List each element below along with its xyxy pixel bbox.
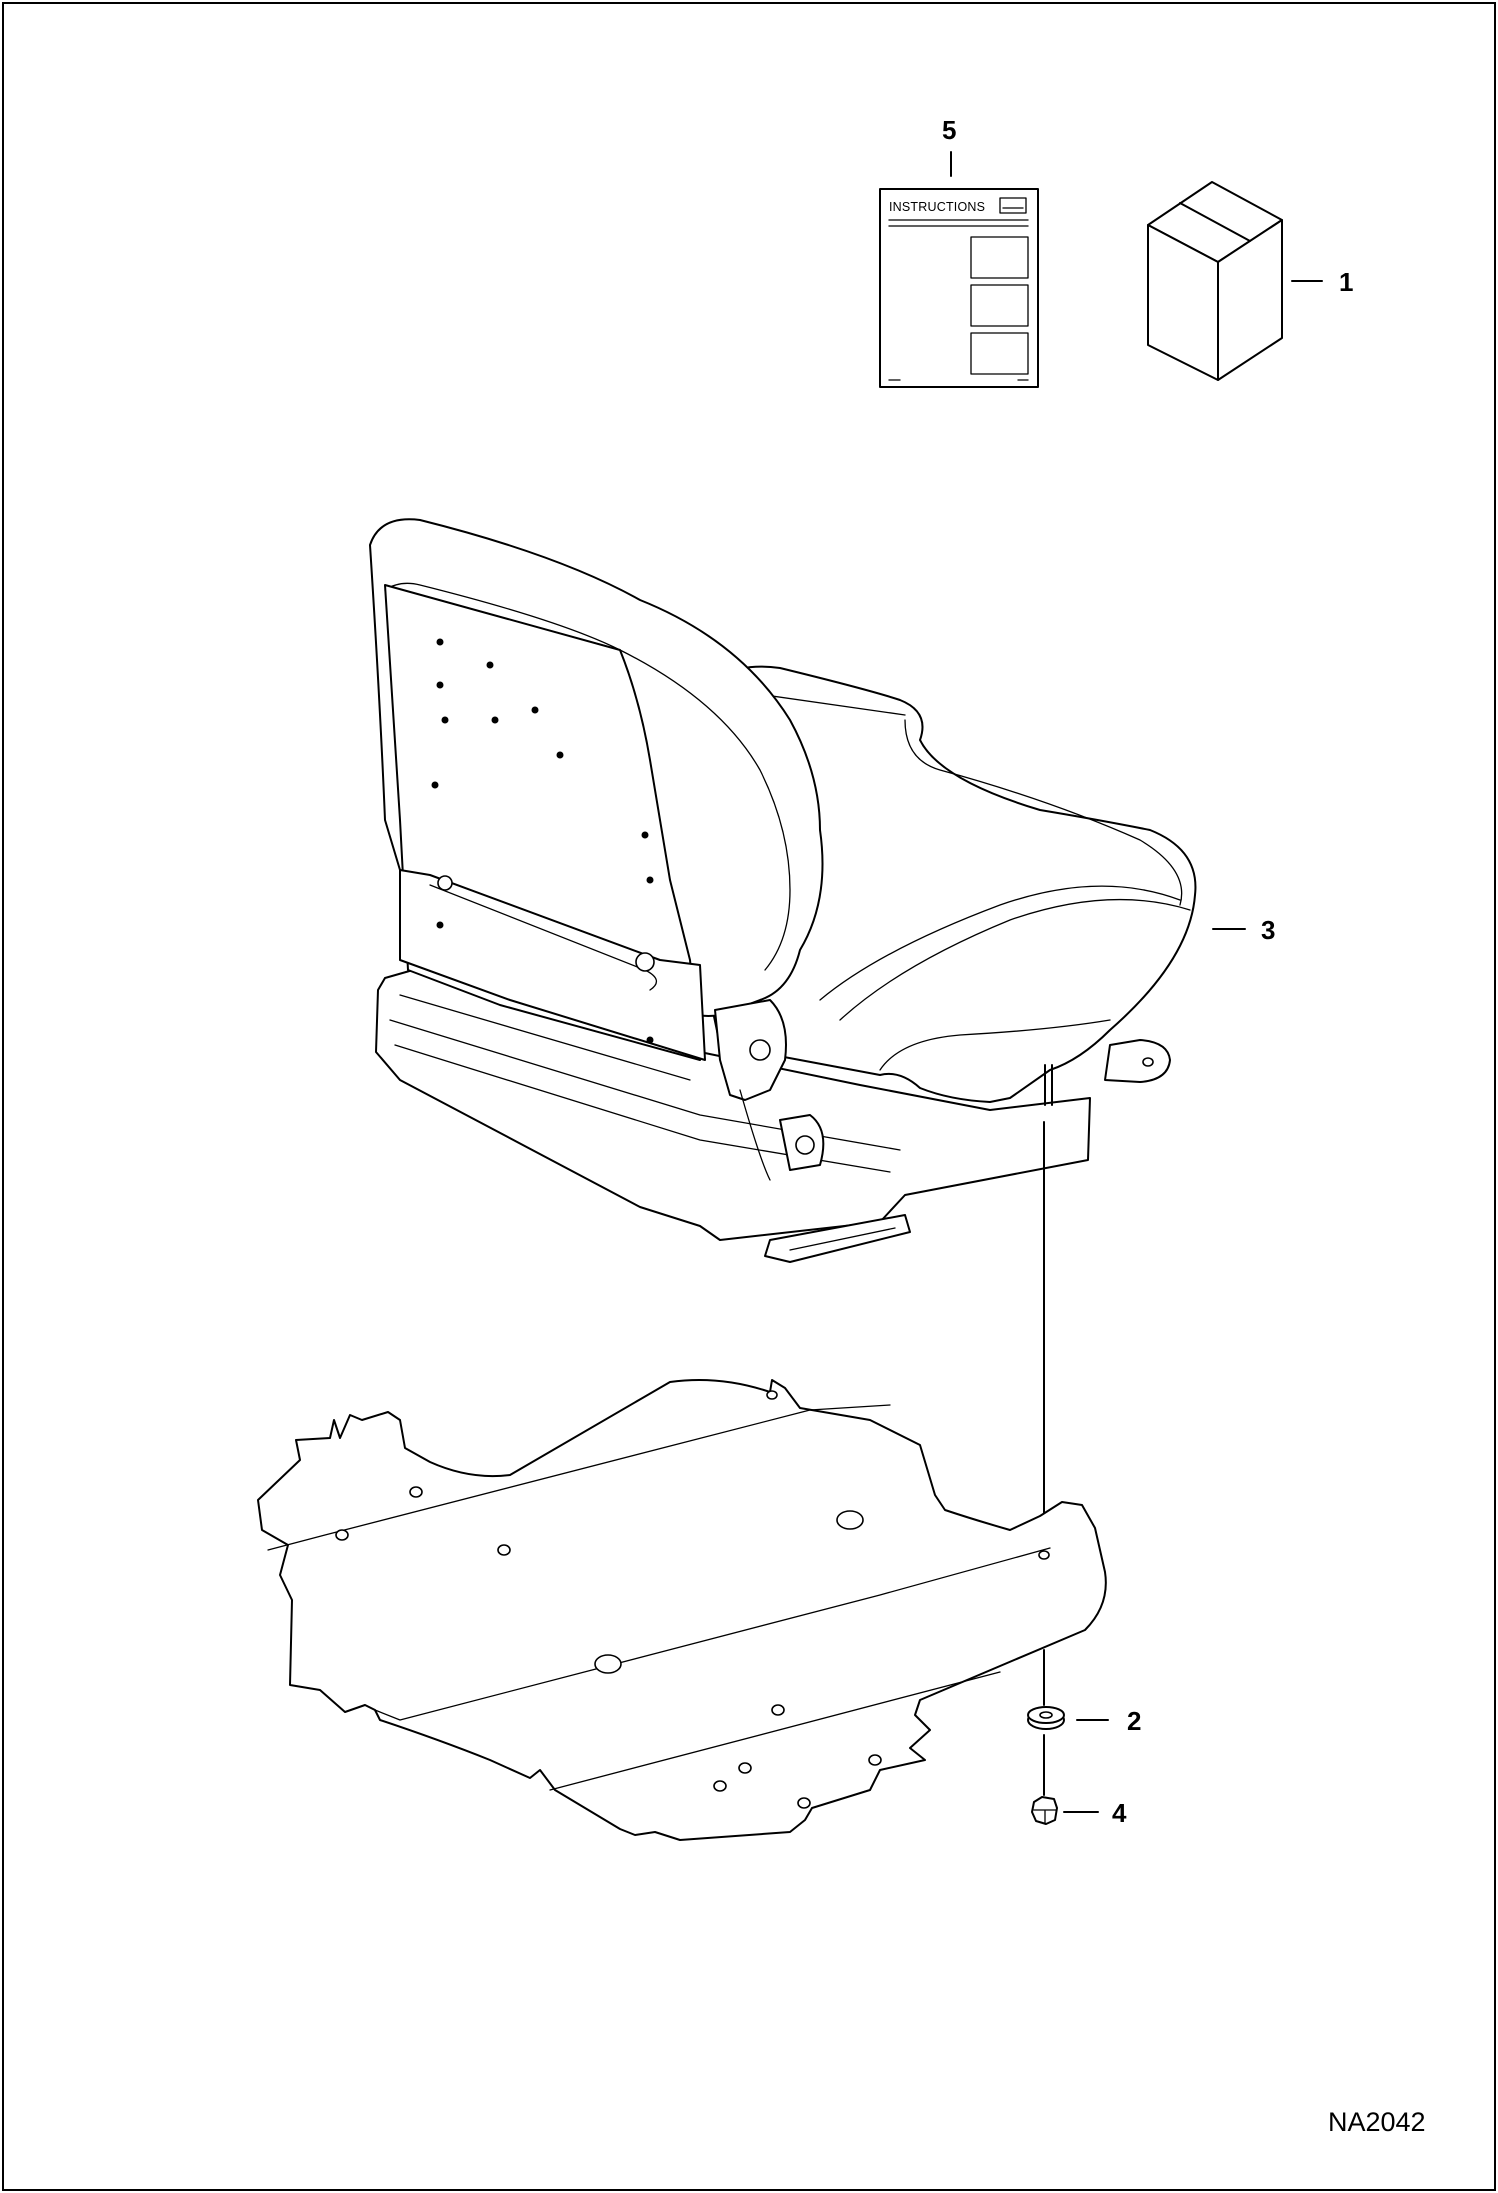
callout-1: 1 <box>1339 267 1353 297</box>
floor-plate <box>257 1378 1107 1841</box>
instructions-sheet-label: INSTRUCTIONS <box>889 200 985 214</box>
callout-4: 4 <box>1112 1798 1127 1828</box>
callout-5: 5 <box>942 115 956 145</box>
instructions-sheet: INSTRUCTIONS <box>879 188 1039 388</box>
kit-box <box>1147 181 1283 381</box>
seat-assembly <box>369 518 1197 1263</box>
flat-washer <box>1027 1706 1065 1730</box>
callout-2: 2 <box>1127 1706 1141 1736</box>
hex-nut <box>1031 1796 1058 1825</box>
drawing-number: NA2042 <box>1328 2107 1426 2137</box>
callout-3: 3 <box>1261 915 1275 945</box>
